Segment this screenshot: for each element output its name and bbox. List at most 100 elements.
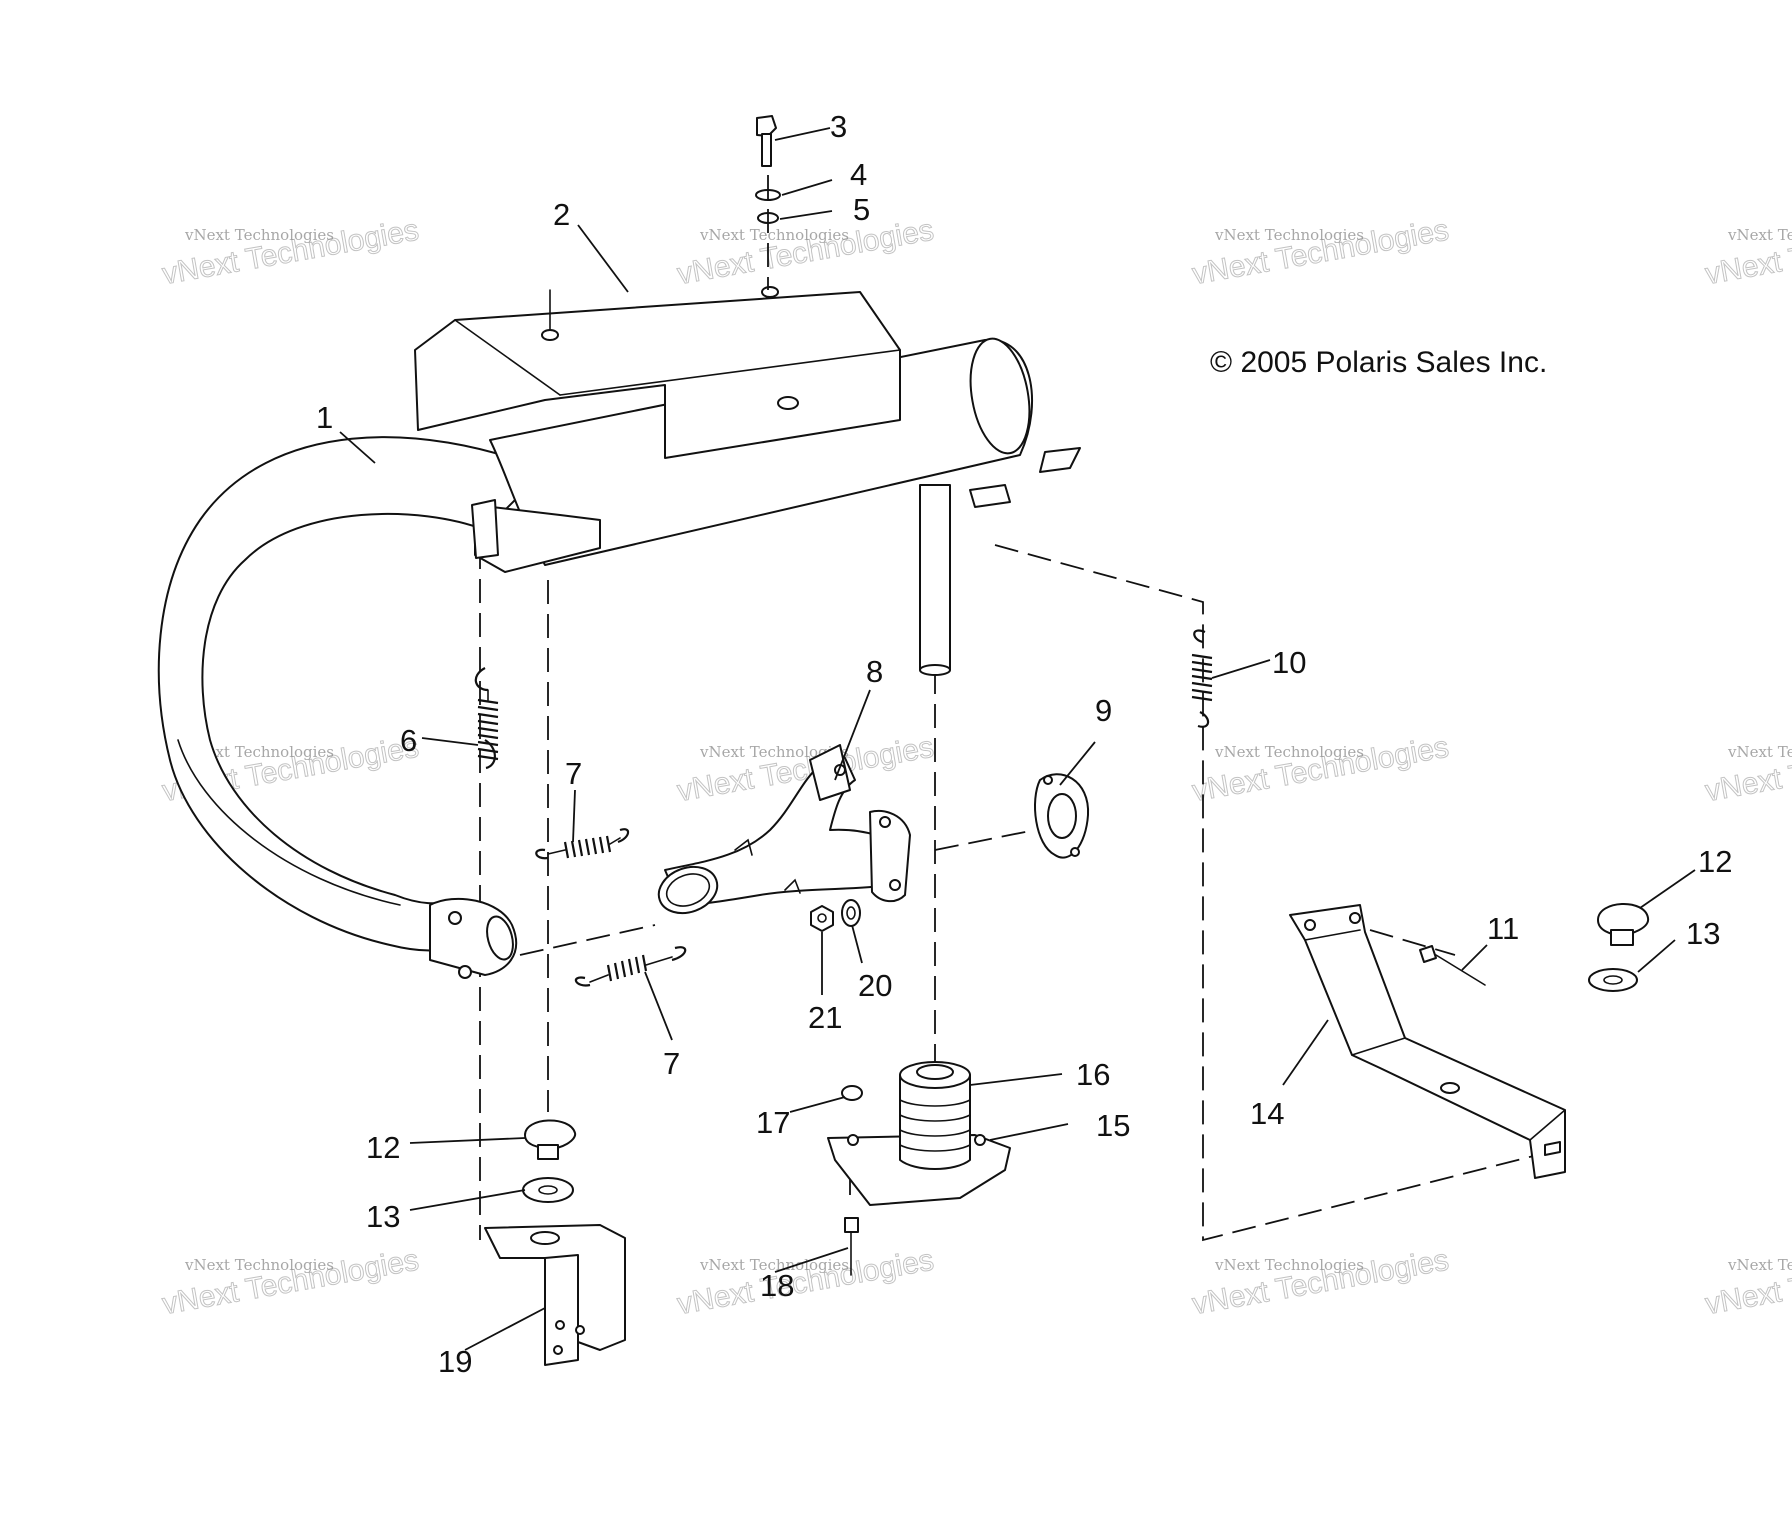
bracket-hole <box>530 1231 560 1245</box>
spring-6 <box>474 667 499 770</box>
copyright-notice: © 2005 Polaris Sales Inc. <box>1210 346 1547 379</box>
leader-line <box>789 1096 846 1113</box>
callouts: 1 2 3 4 5 6 7 7 8 9 10 11 12 12 13 13 14… <box>316 109 1732 1379</box>
spring-7-upper <box>535 828 630 860</box>
watermark: vNext Technologies vNext Technologies <box>1702 1243 1792 1322</box>
leader-line <box>781 179 833 196</box>
y-pipe-inlet <box>657 865 719 915</box>
y-pipe-body <box>664 756 906 906</box>
watermark: vNext Technologies vNext Technologies <box>1702 213 1792 292</box>
leader-line <box>1639 869 1696 909</box>
svg-text:vNext Technologies: vNext Technologies <box>1727 743 1792 761</box>
spring-end <box>589 974 609 983</box>
leader-line <box>969 1073 1063 1086</box>
callout-2: 2 <box>553 197 570 232</box>
y-pipe <box>657 744 911 915</box>
callout-17: 17 <box>756 1105 790 1140</box>
spring-hook-eyelet <box>458 965 472 979</box>
spring-hook <box>1193 629 1210 728</box>
bracket-14-edge <box>1304 929 1566 1141</box>
leader-line <box>774 1247 849 1273</box>
muffler-pin <box>919 484 951 671</box>
grommet-12 <box>524 1119 577 1150</box>
watermark: vNext Technologies vNext Technologies <box>674 213 936 292</box>
svg-text:vNext Technologies: vNext Technologies <box>184 743 334 761</box>
leader-line <box>572 789 576 843</box>
callout-4: 4 <box>850 157 867 192</box>
svg-text:vNext Technologies: vNext Technologies <box>699 226 849 244</box>
washer-13 <box>522 1177 574 1203</box>
spring-hook <box>535 828 630 860</box>
bracket-19-face <box>544 1254 579 1366</box>
mount-plate-hole <box>847 1134 859 1146</box>
spring-7-lower <box>574 946 687 987</box>
spring-end <box>609 837 621 845</box>
callout-13-right: 13 <box>1686 916 1720 951</box>
callout-11: 11 <box>1487 911 1519 946</box>
shield-hole <box>541 329 559 341</box>
gasket-bore <box>1047 793 1077 839</box>
shield-fasteners <box>755 115 781 290</box>
leader-line <box>774 127 831 141</box>
svg-text:vNext Technologies: vNext Technologies <box>184 226 334 244</box>
callout-5: 5 <box>853 192 870 227</box>
leader-line <box>1211 659 1271 679</box>
spring-coils <box>1191 653 1213 702</box>
nut-and-washer <box>810 899 861 932</box>
mount-bore <box>916 1064 954 1080</box>
gasket-hole <box>1070 847 1080 857</box>
y-pipe-inlet-bore <box>665 873 711 907</box>
callout-3: 3 <box>830 109 847 144</box>
leader-line <box>851 924 863 964</box>
washer-13 <box>1588 968 1638 992</box>
gasket-hole <box>1043 775 1053 785</box>
svg-text:vNext Technologies: vNext Technologies <box>1727 1256 1792 1274</box>
callout-13-left: 13 <box>366 1199 400 1234</box>
spring-end <box>547 849 566 855</box>
assembly-lines <box>479 544 1566 1242</box>
watermark: vNext Technologies vNext Technologies <box>674 1243 936 1322</box>
leader-line <box>409 1189 526 1211</box>
bracket-hole <box>1349 912 1361 924</box>
muffler-flange <box>1039 447 1081 473</box>
leader-lines <box>339 127 1696 1351</box>
spring-coils <box>606 954 648 982</box>
grommet-12-stem <box>537 1144 559 1160</box>
watermark: vNext Technologies vNext Technologies <box>1702 730 1792 809</box>
nut-bore <box>817 913 827 923</box>
bracket-hole <box>553 1345 563 1355</box>
washer-13-bore <box>1603 975 1623 985</box>
spring-coils <box>477 698 499 761</box>
gasket <box>1034 773 1090 859</box>
callout-12-right: 12 <box>1698 844 1732 879</box>
leader-line <box>644 971 673 1041</box>
assembly-line <box>519 924 656 956</box>
leader-line <box>339 431 376 464</box>
callout-19: 19 <box>438 1344 472 1379</box>
bracket-hole <box>555 1320 565 1330</box>
muffler-end-cap <box>969 337 1031 455</box>
watermark: vNext Technologies vNext Technologies <box>1189 730 1451 809</box>
shield-hole <box>777 396 799 410</box>
callout-15: 15 <box>1096 1108 1130 1143</box>
assembly-line <box>994 544 1566 1242</box>
callout-16: 16 <box>1076 1057 1110 1092</box>
callout-18: 18 <box>760 1268 794 1303</box>
spring-coils <box>563 835 612 859</box>
bracket-hole <box>1440 1082 1460 1094</box>
pipe-outlet-end <box>486 915 514 961</box>
svg-text:vNext Technologies: vNext Technologies <box>1214 743 1364 761</box>
nut <box>810 905 834 932</box>
flange-hole <box>889 879 901 891</box>
bracket-hole <box>575 1325 585 1335</box>
bolt-18-head <box>844 1217 859 1233</box>
pin-11-head <box>1419 945 1437 963</box>
grommet-12-stem <box>1610 929 1634 946</box>
callout-12-left: 12 <box>366 1130 400 1165</box>
y-pipe-lower-flange <box>869 810 911 903</box>
muffler-pin-end <box>919 664 951 676</box>
bolt-shank <box>761 133 772 167</box>
pin-11-shank <box>1435 954 1486 986</box>
svg-text:vNext Technologies: vNext Technologies <box>1214 226 1364 244</box>
